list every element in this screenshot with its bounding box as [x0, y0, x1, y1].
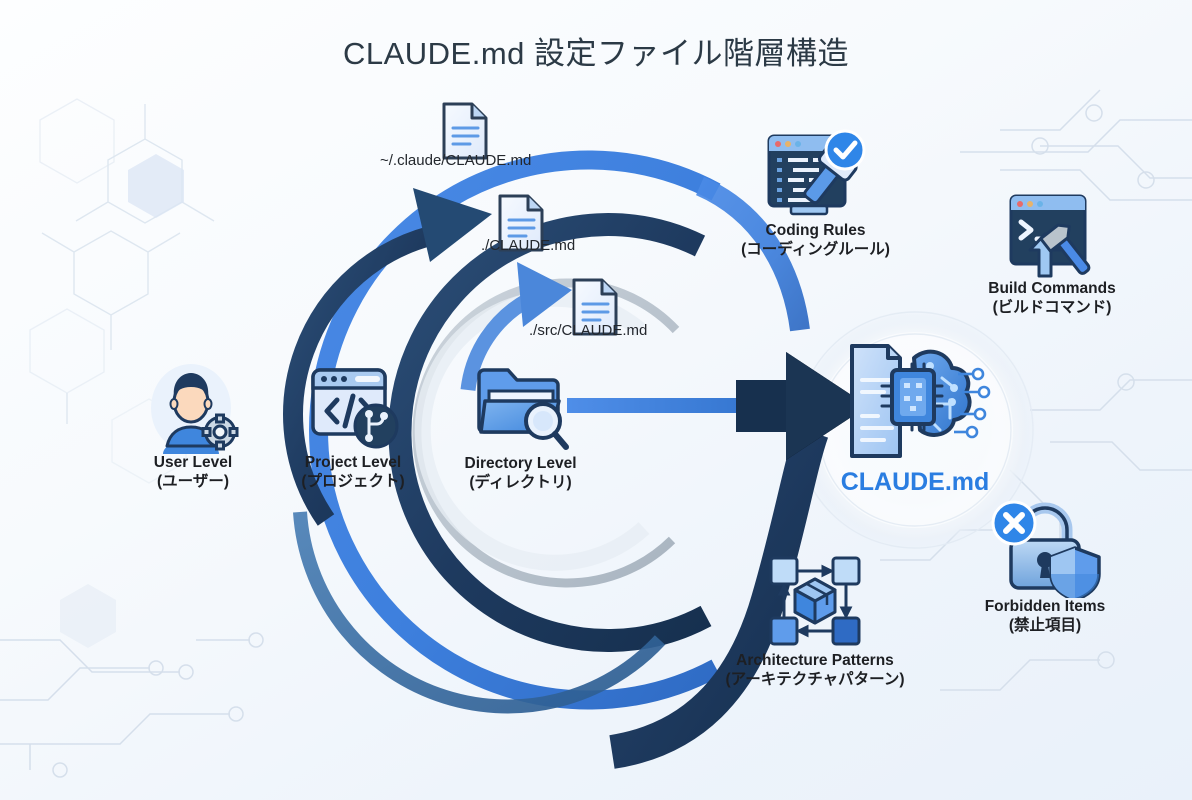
node-label-architecture-patterns-en: Architecture Patterns: [736, 652, 894, 669]
code-window-git-icon: [311, 368, 399, 449]
node-user-level[interactable]: User Level (ユーザー): [118, 362, 268, 491]
node-label-architecture-patterns: Architecture Patterns (アーキテクチャパターン): [700, 652, 930, 689]
node-project-level[interactable]: Project Level (プロジェクト): [278, 358, 428, 491]
node-label-user-en: User Level: [153, 454, 233, 471]
folder-search-icon: [476, 368, 569, 450]
node-label-build-commands-jp: (ビルドコマンド): [992, 298, 1112, 316]
node-label-forbidden-items: Forbidden Items (禁止項目): [955, 598, 1135, 635]
markdown-file-icon: [572, 278, 618, 336]
arc-project-level: [388, 213, 712, 652]
node-label-build-commands-en: Build Commands: [988, 280, 1116, 297]
node-forbidden-items[interactable]: Forbidden Items (禁止項目): [955, 498, 1135, 635]
terminal-hammer-icon: [1009, 194, 1091, 278]
arrow-rings-to-center: [609, 426, 829, 769]
node-label-project: Project Level (プロジェクト): [278, 454, 428, 491]
node-directory-level[interactable]: Directory Level (ディレクトリ): [443, 355, 598, 492]
node-label-user-jp: (ユーザー): [156, 472, 229, 490]
page-title: CLAUDE.md 設定ファイル階層構造: [342, 36, 850, 71]
node-label-user: User Level (ユーザー): [118, 454, 268, 491]
node-label-coding-rules-jp: (コーディングルール): [741, 240, 890, 258]
node-label-directory-en: Directory Level: [464, 455, 577, 472]
lock-shield-x-icon: [991, 500, 1101, 598]
node-label-forbidden-items-en: Forbidden Items: [984, 598, 1106, 615]
code-editor-gavel-check-icon: [767, 129, 865, 216]
document-brain-chip-icon: [850, 344, 991, 458]
center-node-label: CLAUDE.md: [840, 468, 990, 496]
arrow-top-to-center: [695, 176, 810, 332]
node-coding-rules[interactable]: Coding Rules (コーディングルール): [728, 122, 903, 259]
inner-curved-arrows: [283, 188, 572, 526]
node-label-coding-rules-en: Coding Rules: [765, 222, 866, 239]
node-label-forbidden-items-jp: (禁止項目): [1008, 616, 1082, 634]
markdown-file-icon: [498, 194, 544, 252]
path-label-user: ~/.claude/CLAUDE.md: [380, 152, 532, 169]
hexagon-pattern-icon: [29, 98, 215, 484]
node-label-architecture-patterns-jp: (アーキテクチャパターン): [725, 670, 905, 688]
node-architecture-patterns[interactable]: Architecture Patterns (アーキテクチャパターン): [700, 548, 930, 689]
node-label-directory: Directory Level (ディレクトリ): [443, 455, 598, 492]
node-label-directory-jp: (ディレクトリ): [469, 473, 572, 491]
node-label-project-en: Project Level: [304, 454, 402, 471]
path-label-project: ./CLAUDE.md: [481, 237, 576, 254]
cube-nodes-icon: [769, 556, 861, 646]
arc-project-secondary: [293, 511, 666, 714]
node-label-project-jp: (プロジェクト): [301, 472, 405, 490]
circuit-traces-left-icon: [0, 639, 250, 770]
node-build-commands[interactable]: Build Commands (ビルドコマンド): [962, 188, 1142, 317]
node-label-build-commands: Build Commands (ビルドコマンド): [962, 280, 1142, 317]
node-label-coding-rules: Coding Rules (コーディングルール): [728, 222, 903, 259]
user-gear-icon: [151, 364, 239, 454]
markdown-file-icon: [442, 102, 488, 160]
path-label-directory: ./src/CLAUDE.md: [529, 322, 648, 339]
